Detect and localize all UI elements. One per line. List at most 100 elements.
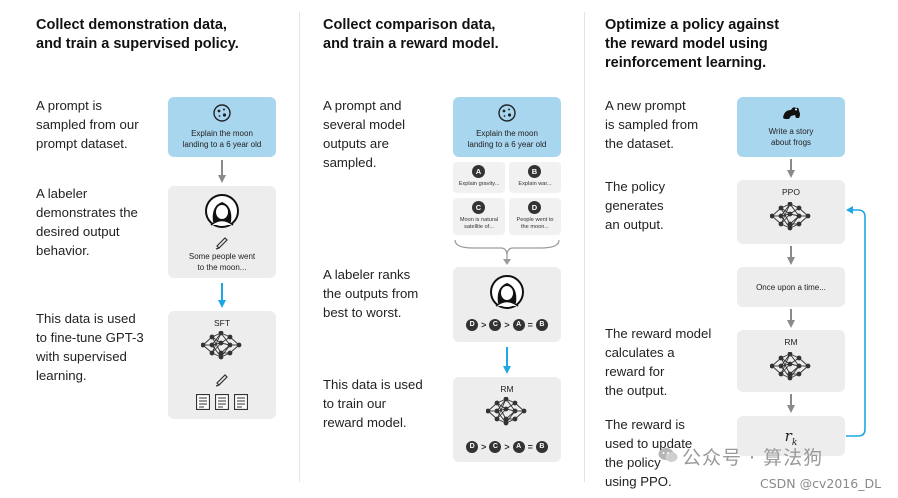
- output-option-a: A Explain gravity...: [453, 162, 505, 193]
- desc-line: with supervised: [36, 349, 127, 364]
- reward-value: rk: [737, 427, 845, 448]
- moon-icon: [498, 104, 516, 122]
- desc-line: several model: [323, 117, 406, 132]
- neural-network-icon: [201, 331, 242, 360]
- desc-line: the dataset.: [605, 136, 674, 151]
- rank-badge: D: [466, 319, 479, 331]
- desc-line: The reward model: [605, 326, 712, 341]
- desc-line: This data is used: [36, 311, 136, 326]
- neural-network-icon: [770, 202, 811, 231]
- option-text-line: the moon...: [521, 224, 549, 230]
- rank-badge: C: [489, 319, 502, 331]
- prompt-text-line: Explain the moon: [476, 129, 538, 138]
- option-text-line: Explain gravity...: [458, 181, 500, 187]
- desc-line: learning.: [36, 368, 87, 383]
- step2-rm-box: RM D > C > A = B: [453, 377, 561, 462]
- ranking-row: D > C > A = B: [453, 441, 561, 453]
- reward-symbol: r: [784, 427, 792, 445]
- step1-title-line2: and train a supervised policy.: [36, 36, 239, 52]
- desc-line: used to update: [605, 436, 693, 451]
- desc-line: an output.: [605, 217, 664, 232]
- desc-line: the policy: [605, 455, 661, 470]
- option-badge: A: [472, 165, 485, 178]
- labeler-person-icon: [205, 194, 239, 228]
- prompt-text-line: landing to a 6 year old: [182, 140, 262, 149]
- rank-badge: A: [512, 319, 525, 331]
- step3-title-line1: Optimize a policy against: [605, 17, 780, 33]
- desc-line: to fine-tune GPT-3: [36, 330, 144, 345]
- step1-labeler-box: Some people went to the moon...: [168, 186, 276, 278]
- option-text: People went to the moon...: [509, 217, 561, 231]
- rank-badge: B: [535, 441, 548, 453]
- document-icon: [196, 394, 210, 410]
- arrow-down-icon: [787, 159, 795, 179]
- rank-badge: D: [466, 441, 479, 453]
- output-option-c: C Moon is natural satellite of...: [453, 198, 505, 235]
- output-text: Once upon a time...: [756, 283, 826, 292]
- rank-operator: =: [527, 442, 533, 452]
- step3-rm-box: RM: [737, 330, 845, 392]
- neural-network-icon: [486, 397, 527, 426]
- option-badge: B: [528, 165, 541, 178]
- desc-line: outputs are: [323, 136, 389, 151]
- rank-badge: A: [512, 441, 525, 453]
- frog-icon: [783, 107, 800, 119]
- desc-line: A labeler: [36, 186, 88, 201]
- option-text-line: satellite of...: [464, 224, 494, 230]
- option-text: Explain war...: [509, 181, 561, 188]
- desc-line: generates: [605, 198, 664, 213]
- step1-desc-prompt: A prompt is sampled from our prompt data…: [36, 96, 139, 153]
- reward-subscript: k: [791, 438, 798, 448]
- watermark-text: 公众号 · 算法狗: [682, 447, 824, 469]
- rank-operator: =: [527, 320, 533, 330]
- desc-line: A prompt and: [323, 98, 402, 113]
- ppo-label: PPO: [782, 187, 800, 197]
- rank-operator: >: [481, 442, 487, 452]
- arrow-down-icon: [218, 160, 226, 184]
- desc-line: the output.: [605, 383, 668, 398]
- arrow-down-icon: [503, 347, 511, 375]
- desc-line: demonstrates the: [36, 205, 138, 220]
- pencil-icon: [215, 374, 228, 387]
- desc-line: sampled.: [323, 155, 377, 170]
- step2-title-line2: and train a reward model.: [323, 36, 499, 52]
- demo-text-line: to the moon...: [197, 263, 247, 272]
- desc-line: to train our: [323, 396, 387, 411]
- step3-prompt-box: Write a story about frogs: [737, 97, 845, 157]
- step2-title: Collect comparison data, and train a rew…: [323, 16, 499, 54]
- column-divider-1: [299, 12, 300, 482]
- desc-line: calculates a: [605, 345, 675, 360]
- ranking-row: D > C > A = B: [453, 319, 561, 331]
- neural-network-icon: [770, 352, 811, 381]
- desc-line: This data is used: [323, 377, 423, 392]
- rank-operator: >: [504, 320, 510, 330]
- rank-operator: >: [504, 442, 510, 452]
- step2-prompt-box: Explain the moon landing to a 6 year old: [453, 97, 561, 157]
- rank-badge: C: [489, 441, 502, 453]
- document-icon: [215, 394, 229, 410]
- desc-line: A new prompt: [605, 98, 686, 113]
- arrow-down-icon: [787, 309, 795, 329]
- option-badge: D: [528, 201, 541, 214]
- demo-text: Some people went to the moon...: [168, 251, 276, 273]
- output-option-d: D People went to the moon...: [509, 198, 561, 235]
- step3-title-line3: reinforcement learning.: [605, 55, 767, 71]
- prompt-text-line: Write a story: [768, 127, 814, 136]
- feedback-loop-arrow-icon: [846, 206, 866, 437]
- moon-icon: [213, 104, 231, 122]
- column-divider-2: [584, 12, 585, 482]
- pencil-icon: [215, 237, 228, 250]
- desc-line: prompt dataset.: [36, 136, 128, 151]
- step2-desc-rank: A labeler ranks the outputs from best to…: [323, 265, 418, 322]
- step3-desc-update: The reward is used to update the policy …: [605, 415, 692, 491]
- rm-label: RM: [784, 337, 798, 347]
- step2-desc-sample: A prompt and several model outputs are s…: [323, 96, 405, 172]
- step2-ranking-box: D > C > A = B: [453, 267, 561, 342]
- option-text-line: People went to: [516, 217, 554, 223]
- arrow-down-icon: [787, 394, 795, 414]
- rm-label: RM: [500, 384, 514, 394]
- sft-label: SFT: [213, 318, 231, 328]
- prompt-text: Explain the moon landing to a 6 year old: [168, 128, 276, 150]
- step3-ppo-box: PPO: [737, 180, 845, 244]
- arrow-down-icon: [218, 283, 226, 309]
